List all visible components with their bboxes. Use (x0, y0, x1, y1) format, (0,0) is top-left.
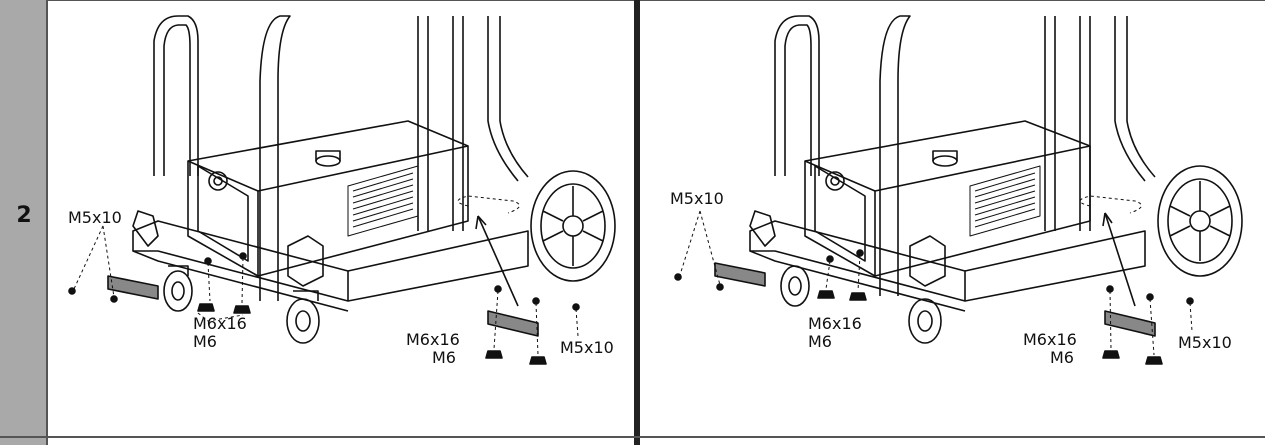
vent-grille (969, 165, 1041, 237)
label-m6-rear: M6 (1050, 348, 1074, 367)
caster-left (163, 270, 193, 312)
step-cell: 2 (0, 0, 48, 445)
pointer-arrow (477, 215, 519, 307)
connector-socket (825, 171, 845, 191)
panel-divider (634, 0, 640, 445)
plate-front (107, 275, 159, 300)
top-knob (932, 155, 958, 167)
panel-assembly-left: M5x10 M6x16 M6 M6x16 M6 M5x10 (48, 0, 634, 445)
pointer-arrow (1104, 212, 1136, 307)
caster-right (286, 298, 320, 344)
panel-assembly-right: M5x10 M6x16 M6 M6x16 M6 M5x10 (640, 0, 1265, 445)
guide-lines (73, 195, 579, 356)
rear-upright-1 (1044, 16, 1056, 231)
label-m5x10-rear: M5x10 (560, 338, 614, 357)
label-m5x10-rear: M5x10 (1178, 333, 1232, 352)
rear-wheel (1157, 165, 1243, 277)
front-handle-left (774, 15, 820, 176)
front-bracket-right (287, 235, 324, 287)
machine-box (804, 120, 1091, 277)
rear-upright-3 (487, 16, 529, 182)
label-m6-front: M6 (193, 332, 217, 351)
label-m6x16-rear: M6x16 (1023, 330, 1077, 349)
front-handle-right (259, 15, 291, 301)
rear-upright-2 (452, 16, 464, 231)
vent-grille (347, 165, 419, 237)
fasteners (674, 249, 1194, 365)
machine-front-panel (197, 165, 249, 262)
guide-lines (679, 195, 1193, 356)
label-m6x16-rear: M6x16 (406, 330, 460, 349)
left-illustration: M5x10 M6x16 M6 M6x16 M6 M5x10 (68, 15, 616, 367)
plate-rear (1104, 310, 1156, 337)
front-bracket-right (909, 235, 946, 287)
front-bracket-left (749, 210, 776, 247)
front-bracket-left (132, 210, 159, 247)
label-m5x10-left: M5x10 (68, 208, 122, 227)
bottom-border (0, 436, 1265, 438)
caster-left (780, 265, 810, 307)
caster-right (908, 298, 942, 344)
right-illustration: M5x10 M6x16 M6 M6x16 M6 M5x10 (670, 15, 1243, 367)
front-handle-left (153, 15, 199, 176)
label-m6x16-front: M6x16 (193, 314, 247, 333)
rear-upright-1 (417, 16, 429, 231)
label-m6-rear: M6 (432, 348, 456, 367)
label-m5x10-left: M5x10 (670, 189, 724, 208)
top-knob (315, 155, 341, 167)
step-number: 2 (16, 203, 32, 228)
rear-wheel (530, 170, 616, 282)
front-handle-right (879, 15, 911, 296)
label-m6x16-front: M6x16 (808, 314, 862, 333)
plate-rear (487, 310, 539, 337)
fasteners (68, 252, 580, 365)
label-m6-front: M6 (808, 332, 832, 351)
plate-front (714, 262, 766, 287)
machine-box (187, 120, 469, 277)
connector-socket (208, 171, 228, 191)
